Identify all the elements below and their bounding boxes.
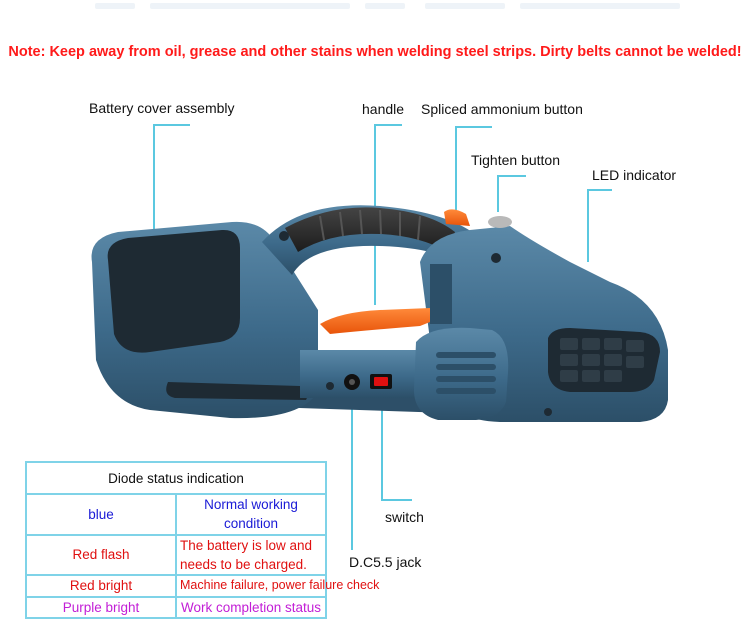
table-row: blue Normal working condition: [25, 493, 327, 536]
rear-vent: [166, 382, 308, 400]
status-blue: blue: [25, 493, 177, 536]
faded-header-strip: [0, 0, 750, 14]
label-battery-cover: Battery cover assembly: [89, 100, 235, 116]
battery-cover: [107, 229, 241, 353]
label-spliced-button: Spliced ammonium button: [421, 101, 583, 117]
label-tighten-button: Tighten button: [471, 152, 560, 168]
leader-tighten-button: [497, 175, 526, 212]
meaning-purple-bright: Work completion status: [175, 595, 327, 620]
label-handle: handle: [362, 101, 405, 117]
meaning-red-flash: The battery is low and needs to be charg…: [175, 533, 327, 577]
top-screw: [491, 253, 501, 263]
status-red-flash: Red flash: [25, 533, 177, 577]
handle-screw-left: [279, 231, 289, 241]
label-led-indicator: LED indicator: [592, 167, 677, 183]
spliced-button: [444, 209, 470, 226]
table-row: Purple bright Work completion status: [25, 595, 327, 620]
leader-led: [587, 189, 612, 262]
panel-grid: [560, 338, 644, 382]
label-switch: switch: [385, 509, 424, 525]
front-screw: [544, 408, 552, 416]
table-row: Red flash The battery is low and needs t…: [25, 533, 327, 577]
trigger: [320, 308, 440, 334]
grip-ribs: [319, 209, 421, 241]
status-red-bright: Red bright: [25, 574, 177, 598]
diode-status-table: Diode status indication blue Normal work…: [25, 461, 379, 620]
shaft-screw: [326, 382, 334, 390]
leader-spliced-button: [455, 126, 492, 210]
handle-grip: [285, 207, 455, 252]
table-title: Diode status indication: [25, 461, 327, 495]
warning-note: Note: Keep away from oil, grease and oth…: [8, 44, 742, 60]
leader-switch: [381, 392, 412, 501]
trigger-mount: [430, 264, 452, 324]
tighten-button: [488, 216, 512, 228]
motor-housing: [414, 327, 509, 420]
motor-fins: [436, 352, 496, 394]
meaning-blue: Normal working condition: [175, 493, 327, 536]
label-dc-jack: D.C5.5 jack: [349, 554, 422, 570]
status-purple-bright: Purple bright: [25, 595, 177, 620]
table-header-row: Diode status indication: [25, 461, 327, 495]
meaning-red-bright: Machine failure, power failure check: [175, 574, 379, 598]
table-row: Red bright Machine failure, power failur…: [25, 574, 379, 598]
leader-battery-cover: [153, 124, 190, 245]
